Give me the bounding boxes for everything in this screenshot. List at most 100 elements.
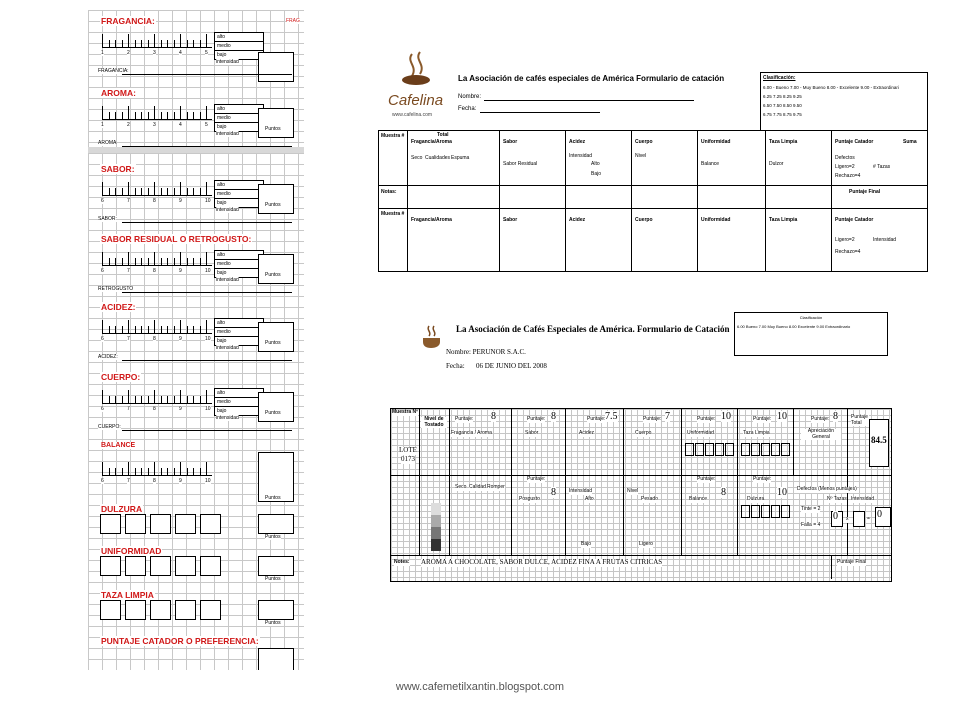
f2-hdivider [391, 475, 891, 476]
scale-tick [160, 396, 162, 404]
f2-puntaje-label: Puntaje: [587, 416, 606, 423]
f2-calidad: Calidad [469, 484, 486, 491]
f2-fragancia-label: Fragancia / Aroma [451, 430, 492, 437]
band-dulzor: Dulzor [769, 161, 784, 167]
f2-vdivider [681, 409, 682, 555]
scale-tick [160, 40, 162, 48]
scale-number: 10 [205, 478, 211, 484]
cell-divider [831, 209, 832, 271]
band-sabor-residual: Sabor Residual [503, 161, 538, 167]
dulzura-title: DULZURA [100, 504, 144, 514]
scale-tick [199, 112, 201, 120]
f2-vdivider [831, 555, 832, 579]
intensity-mid: medio [215, 42, 263, 51]
band2-catador: Puntaje Catador [835, 217, 874, 223]
scale-number: 6 [101, 268, 104, 274]
uniformidad-cups [100, 556, 225, 576]
intensity-high: alto [215, 181, 263, 190]
scale-tick [199, 40, 201, 48]
points-label: Puntos [265, 340, 281, 346]
f2-puntaje-label: Puntaje: [697, 416, 716, 423]
band-muestra: Muestra # [381, 133, 405, 139]
cell-divider [831, 131, 832, 209]
band2-taza: Taza Limpia [769, 217, 798, 223]
line-label: AROMA [98, 140, 117, 146]
section-title: SABOR: [100, 164, 136, 174]
dulzura-cups [100, 514, 225, 534]
points-label: Puntos [265, 495, 281, 501]
scale-tick [173, 396, 175, 404]
intensity-high: alto [215, 105, 263, 114]
band2-uniformidad: Uniformidad [701, 217, 731, 223]
cell-divider [499, 209, 500, 271]
f2-romper: Romper [487, 484, 505, 491]
scale-number: 8 [153, 478, 156, 484]
intensity-label: intensidad [216, 59, 239, 65]
f2-lote: LOTE [399, 446, 417, 455]
cup-box [125, 514, 146, 534]
uniformidad-score-box [258, 556, 294, 576]
scale-tick [199, 396, 201, 404]
intensity-high: alto [215, 251, 263, 260]
band-sabor: Sabor [503, 139, 518, 145]
dulzura-score-box [258, 514, 294, 534]
scale-number: 1 [101, 122, 104, 128]
scale-tick [173, 112, 175, 120]
form1-date-line [480, 112, 600, 113]
cell-divider [631, 209, 632, 271]
scale-tick [186, 258, 188, 266]
write-line [122, 74, 292, 75]
form1-title: La Asociación de cafés especiales de Amé… [458, 74, 725, 83]
scale-tick [206, 34, 207, 48]
f2-vdivider [449, 409, 450, 555]
scale-number: 8 [153, 268, 156, 274]
scale-number: 7 [127, 478, 130, 484]
scale-tick [141, 112, 142, 120]
form2-name: Nombre: PERUNOR S.A.C. [446, 348, 526, 356]
balance-title: BALANCE [100, 442, 137, 449]
band2-cuerpo: Cuerpo [635, 217, 653, 223]
scale-tick [128, 34, 129, 48]
scale-number: 3 [153, 50, 156, 56]
f2-uniformidad-cups [685, 443, 735, 461]
f2-intensidad2: Intensidad [851, 496, 875, 503]
f2-puntaje-label: Puntaje: [697, 476, 716, 483]
band-final: Puntaje Final [849, 189, 881, 195]
score-box [258, 108, 294, 138]
scale-tick [206, 182, 207, 196]
scale-tick [141, 188, 142, 196]
f2-puntaje-label: Puntaje: [527, 416, 546, 423]
form1-sample-band-2: Muestra # Fragancia/Aroma Sabor Acidez C… [378, 208, 928, 272]
scale-number: 4 [179, 122, 182, 128]
scale-tick [141, 326, 142, 334]
footer-url: www.cafemetilxantin.blogspot.com [395, 681, 565, 693]
scale-number: 9 [179, 478, 182, 484]
write-line [122, 222, 292, 223]
form2-classification: Clasificación 6.00 Bueno 7.00 Muy Bueno … [734, 312, 888, 356]
cell-divider [697, 131, 698, 209]
cup-box [150, 514, 171, 534]
scale-tick [134, 468, 136, 476]
points-label: Puntos [265, 126, 281, 132]
points-label: Puntos [265, 272, 281, 278]
scale-tick [141, 468, 142, 476]
scale-number: 9 [179, 198, 182, 204]
scale-tick [115, 258, 116, 266]
scale-tick [108, 468, 110, 476]
band2-muestra: Muestra # [381, 211, 405, 217]
f2-puntaje-label: Puntaje: [753, 416, 772, 423]
scale-tick [154, 106, 155, 120]
score-box [258, 254, 294, 284]
scale-tick [206, 252, 207, 266]
scale-tick [121, 40, 123, 48]
form2-title: La Asociación de Cafés Especiales de Amé… [456, 324, 730, 334]
scale-tick [199, 188, 201, 196]
scale-tick [108, 396, 110, 404]
scale-number: 7 [127, 268, 130, 274]
cup-box [100, 556, 121, 576]
